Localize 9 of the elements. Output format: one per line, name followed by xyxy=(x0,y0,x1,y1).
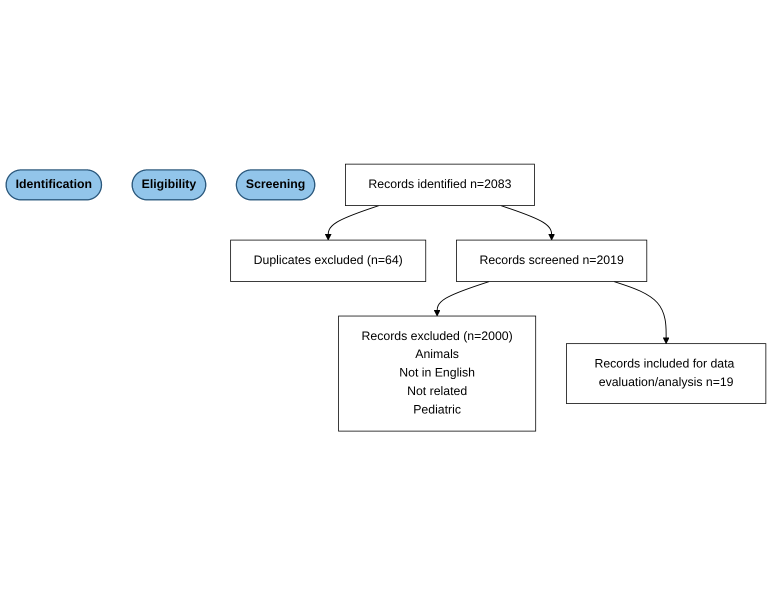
arrow xyxy=(324,204,380,240)
arrow xyxy=(614,280,670,344)
arrow xyxy=(500,204,555,240)
node-box: Records identified n=2083 xyxy=(345,164,535,206)
node-box: Duplicates excluded (n=64) xyxy=(230,240,426,282)
node-box: Records excluded (n=2000) Animals Not in English Not related Pediatric xyxy=(338,316,536,432)
node-box: Records included for data evaluation/analysis n=19 xyxy=(566,343,766,404)
arrow xyxy=(434,280,490,316)
node-box: Records screened n=2019 xyxy=(456,240,648,282)
